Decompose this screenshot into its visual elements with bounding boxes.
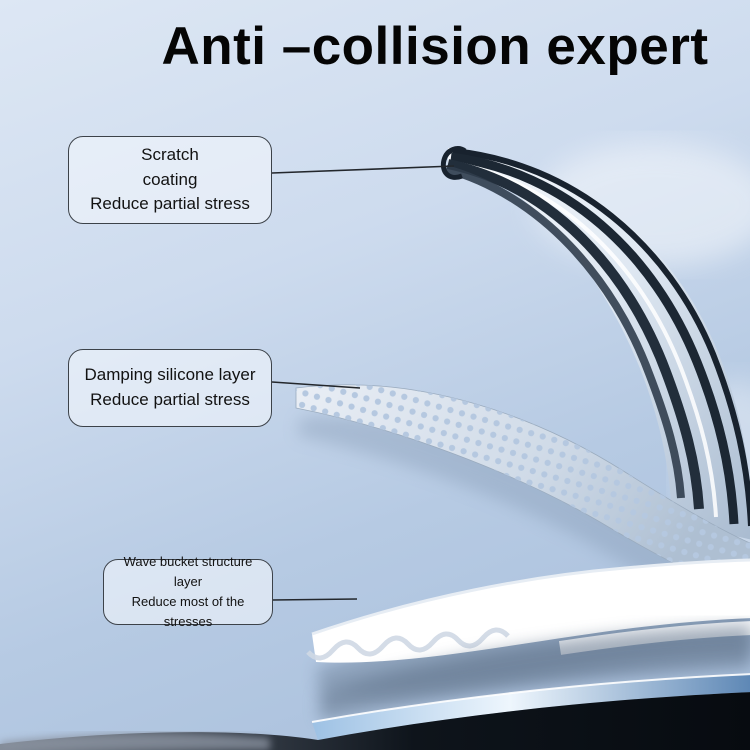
- callout-wave-line2: Reduce most of the stresses: [131, 594, 245, 630]
- callout-damping-silicone: Damping silicone layer Reduce partial st…: [68, 349, 272, 427]
- callout-scratch-line3: Reduce partial stress: [90, 194, 250, 214]
- callout-wave-structure: Wave bucket structure layer Reduce most …: [103, 554, 273, 629]
- callout-scratch-line2: coating: [142, 169, 198, 189]
- callout-damping-line1: Damping silicone layer: [84, 365, 256, 385]
- callout-scratch-coating: Scratch coating Reduce partial stress: [68, 136, 272, 224]
- phone-frame-and-body: [0, 625, 750, 750]
- connector-wave-layer: [271, 598, 358, 601]
- callout-connectors: [271, 165, 455, 601]
- callout-wave-line1: Wave bucket structure layer: [123, 553, 253, 589]
- scratch-coating-layer: [440, 146, 750, 540]
- connector-scratch-coating: [271, 165, 455, 174]
- callout-damping-line2: Reduce partial stress: [90, 390, 250, 409]
- page-title: Anti –collision expert: [161, 17, 709, 76]
- callout-scratch-line1: Scratch: [141, 145, 199, 165]
- connector-damping-layer: [271, 381, 361, 389]
